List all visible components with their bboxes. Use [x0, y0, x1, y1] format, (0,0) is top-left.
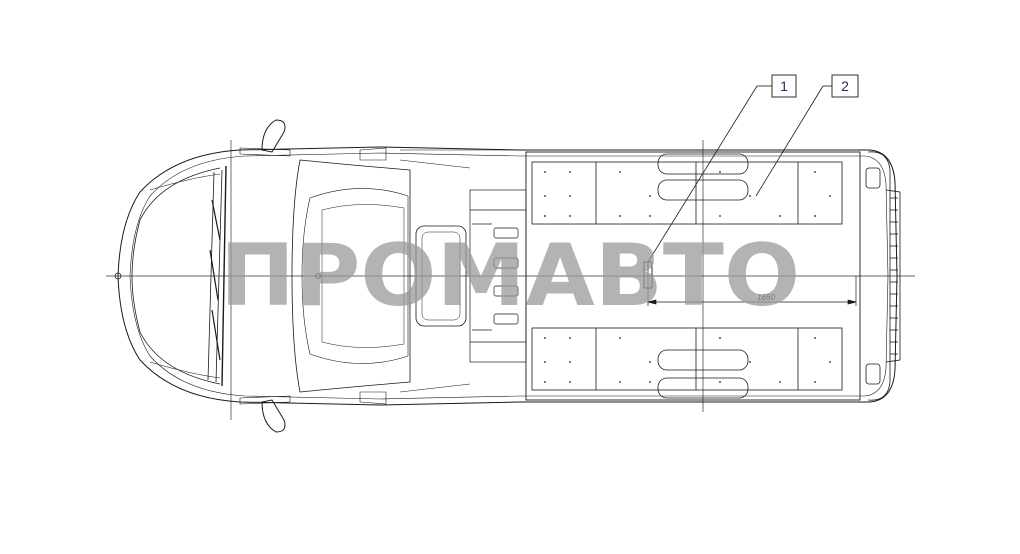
hood: [114, 165, 227, 387]
rear-bumper: [865, 151, 901, 401]
callout-2: 2: [831, 74, 859, 98]
watermark-text: ПРОМАВТО: [220, 226, 800, 326]
callout-2-box: [831, 74, 859, 98]
dimension-line: [647, 262, 857, 306]
callout-leaders: [647, 85, 832, 263]
floor-panel-lower: [531, 327, 843, 399]
van-body-outline: [117, 146, 898, 406]
callout-1-box: [771, 74, 797, 98]
cargo-area: [525, 151, 861, 401]
center-lines: [106, 140, 915, 420]
callout-2-label: 2: [841, 78, 849, 94]
callout-1: 1: [771, 74, 797, 98]
dimension-value: 1660: [757, 293, 775, 302]
rivet-dots: [544, 171, 831, 383]
side-mirrors: [239, 119, 291, 433]
side-strips: [359, 147, 520, 405]
roof-hatch: [415, 225, 467, 327]
callout-1-label: 1: [780, 78, 788, 94]
floor-panel-upper: [531, 153, 843, 225]
cab-roof: [291, 159, 411, 393]
